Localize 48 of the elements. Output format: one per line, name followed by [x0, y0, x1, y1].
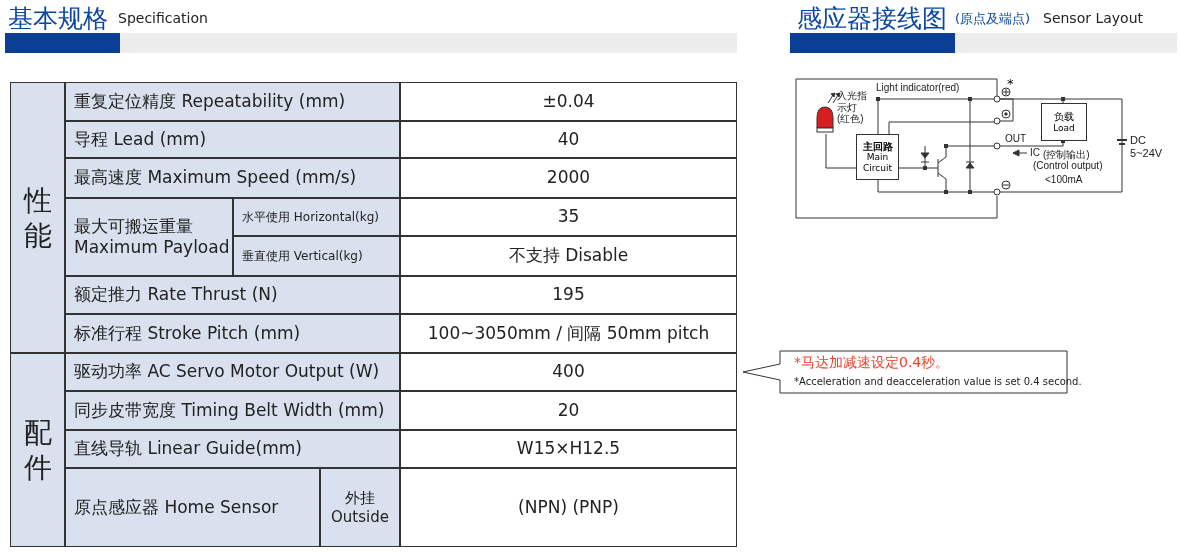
spec-value: 400 [400, 353, 737, 391]
circuit-label: <100mA [1045, 174, 1083, 186]
box-label: Main Circuit [862, 152, 893, 174]
circuit-label: (Control output) [1033, 160, 1103, 172]
box-label: 主回路 [862, 140, 893, 153]
category-label: 性能 [10, 82, 65, 353]
spec-name: 原点感应器 Home Sensor [65, 468, 320, 547]
spec-name: 直线导轨 Linear Guide(mm) [65, 430, 400, 468]
note-text: *Acceleration and deacceleration value is set 0.4 second. [794, 376, 1082, 387]
main-circuit-box [856, 134, 899, 180]
spec-name: 垂直使用 Vertical(kg) [233, 236, 400, 276]
load-box [1041, 103, 1087, 141]
category-label: 配件 [10, 353, 65, 547]
spec-name: 最大可搬运重量 Maximum Payload [65, 198, 233, 276]
spec-value: W15×H12.5 [400, 430, 737, 468]
circuit-label: OUT [1005, 133, 1027, 145]
section-subheading: Sensor Layout [1043, 10, 1144, 26]
spec-value: 35 [400, 198, 737, 236]
spec-name: 导程 Lead (mm) [65, 121, 400, 158]
spec-value: 195 [400, 276, 737, 314]
spec-value: ±0.04 [400, 82, 737, 121]
spec-name: 外挂 Outside [320, 468, 400, 547]
asterisk-mark: * [1007, 76, 1014, 91]
spec-name: 标准行程 Stroke Pitch (mm) [65, 314, 400, 353]
spec-name: 同步皮带宽度 Timing Belt Width (mm) [65, 391, 400, 430]
spec-name: 重复定位精度 Repeatability (mm) [65, 82, 400, 121]
spec-value: 不支持 Disable [400, 236, 737, 276]
spec-value: 40 [400, 121, 737, 158]
spec-name: 水平使用 Horizontal(kg) [233, 198, 400, 236]
box-label: 负载 [1054, 111, 1074, 123]
box-label: Load [1053, 122, 1075, 133]
spec-name: 额定推力 Rate Thrust (N) [65, 276, 400, 314]
circuit-label: DC 5~24V [1130, 134, 1164, 160]
spec-value: 100~3050mm / 间隔 50mm pitch [400, 314, 737, 353]
note-heading: *马达加减速设定0.4秒。 [794, 354, 950, 372]
circuit-label: Light indicator(red) [876, 82, 960, 94]
heading-bar [5, 33, 737, 53]
spec-value: (NPN) (PNP) [400, 468, 737, 547]
spec-name: 最高速度 Maximum Speed (mm/s) [65, 158, 400, 198]
spec-name: 驱动功率 AC Servo Motor Output (W) [65, 353, 400, 391]
heading-bar [790, 33, 1177, 53]
circuit-label: IC [1030, 147, 1040, 159]
section-heading: 基本规格 [8, 3, 108, 35]
section-heading: 感应器接线图 [797, 3, 947, 35]
spec-value: 20 [400, 391, 737, 430]
circuit-label: 入光指示灯(红色) [837, 90, 868, 125]
section-subheading: (原点及端点) [955, 10, 1031, 28]
spec-value: 2000 [400, 158, 737, 198]
